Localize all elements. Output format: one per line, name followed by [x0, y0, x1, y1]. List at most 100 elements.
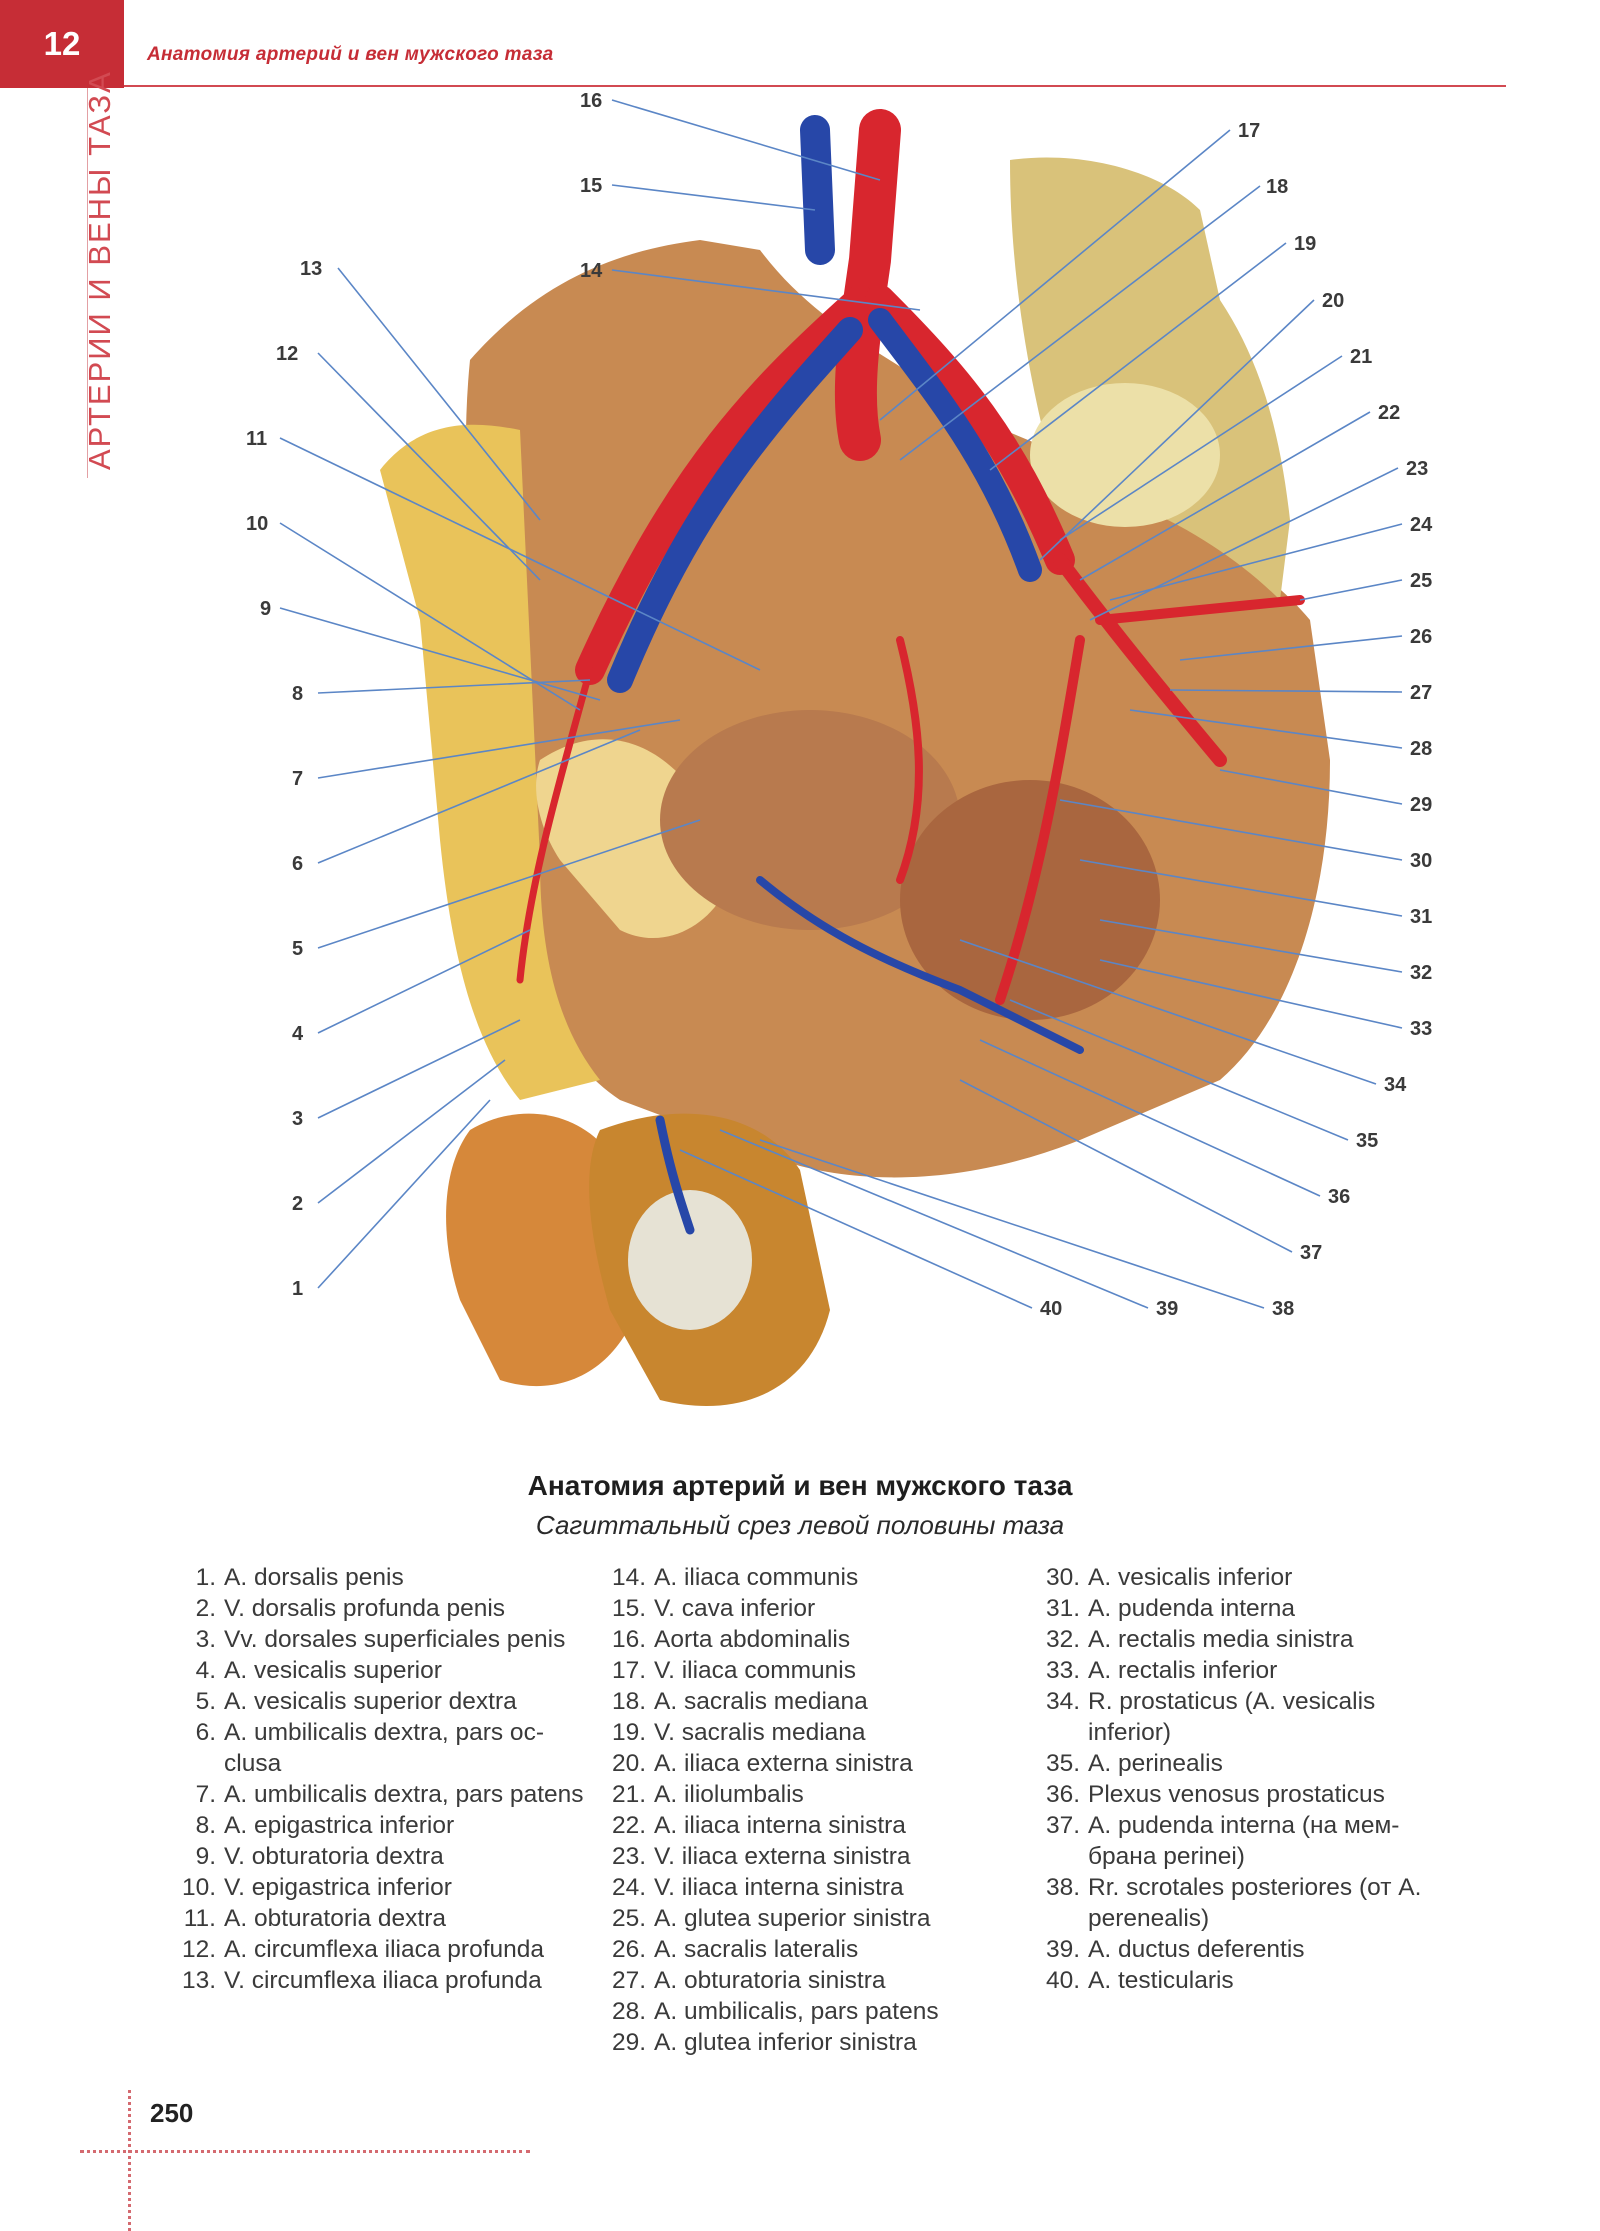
leader-25 [1299, 579, 1403, 601]
legend-item-text: V. cava inferior [654, 1595, 816, 1622]
leader-29 [1219, 769, 1403, 805]
leader-26 [1179, 635, 1403, 661]
legend-item-number: 11. [183, 1905, 216, 1932]
legend-item-number: 29. [611, 2029, 646, 2056]
legend-item-number: 35. [1045, 1750, 1080, 1777]
label-24: 24 [1410, 514, 1433, 536]
legend-item-text: A. sacralis mediana [654, 1688, 868, 1715]
label-31: 31 [1410, 906, 1432, 928]
label-1: 1 [292, 1278, 303, 1300]
label-2: 2 [292, 1193, 303, 1215]
legend-item: 7.A. umbilicalis dextra, pars patens [170, 1779, 590, 1810]
legend-item: 33.A. rectalis inferior [1034, 1655, 1454, 1686]
legend-item-text: A. sacralis lateralis [654, 1936, 859, 1963]
leader-27 [1169, 689, 1403, 693]
legend-item-number: 18. [611, 1688, 646, 1715]
legend-item: 21. A. iliolumbalis [600, 1779, 1020, 1810]
anatomy-illustration: 1 2 3 4 5 6 7 8 9 10 11 12 13 14 15 16 1… [246, 90, 1433, 1406]
testicular-vessel [655, 1115, 695, 1235]
label-13: 13 [300, 258, 322, 280]
legend-item-number: 20. [611, 1750, 646, 1777]
legend-item-text: A. iliaca interna sinistra [654, 1812, 906, 1839]
figure-title: Анатомия артерий и вен мужского таза [527, 1470, 1073, 1501]
legend-item-number: 27. [611, 1967, 646, 1994]
leader-20 [1039, 299, 1315, 561]
legend-item-text: A. perinealis [1088, 1750, 1223, 1777]
legend-item-text: A. vesicalis superior [224, 1657, 442, 1684]
legend-item-number: 39. [1045, 1936, 1080, 1963]
label-6: 6 [292, 853, 303, 875]
label-16: 16 [580, 90, 602, 112]
legend-item-text: A. umbilicalis, pars patens [654, 1998, 939, 2025]
legend-item-number: 8. [195, 1812, 216, 1839]
legend-item-number: 14. [611, 1564, 646, 1591]
legend-item: 4.A. vesicalis superior [170, 1655, 590, 1686]
legend-item-number: 5. [195, 1688, 216, 1715]
leader-8 [317, 679, 591, 694]
leader-34 [959, 939, 1377, 1085]
leader-23 [1089, 467, 1399, 621]
legend-item-text: A. vesicalis inferior [1088, 1564, 1293, 1591]
legend-item-text: R. prostaticus (A. vesicalis inferior) [1088, 1688, 1376, 1746]
gluteal-branch [1095, 595, 1305, 625]
legend-item-number: 1. [195, 1564, 216, 1591]
leader-36 [979, 1039, 1321, 1197]
prostatic-venous-plexus [756, 876, 1084, 1054]
legend-item-number: 6. [195, 1719, 216, 1746]
leader-7 [317, 719, 681, 779]
legend-item: 29.A. glutea inferior sinistra [600, 2027, 1020, 2058]
leader-4 [317, 929, 531, 1034]
legend-item-text: A. glutea superior sinistra [654, 1905, 931, 1932]
label-30: 30 [1410, 850, 1432, 872]
legend-item-text: A. epigastrica inferior [224, 1812, 455, 1839]
legend-item: 39. A. ductus deferentis [1034, 1934, 1454, 1965]
legend-item-text: A. pudenda interna (на мем-брана perinei… [1088, 1812, 1400, 1870]
vena-cava-vessel [800, 115, 835, 265]
legend-item: 13.V. circumflexa iliaca profunda [170, 1965, 590, 1996]
label-23: 23 [1406, 458, 1428, 480]
legend-item: 3.Vv. dorsales superficiales penis [170, 1624, 590, 1655]
figure-subtitle: Сагиттальный срез левой половины таза [535, 1510, 1065, 1540]
legend-item: 10.V. epigastrica inferior [170, 1872, 590, 1903]
legend-item: 12.A. circumflexa iliaca profunda [170, 1934, 590, 1965]
bladder [660, 710, 960, 930]
label-8: 8 [292, 683, 303, 705]
legend-item-number: 25. [611, 1905, 646, 1932]
legend-item-text: A. rectalis inferior [1088, 1657, 1278, 1684]
label-35: 35 [1356, 1130, 1378, 1152]
leader-33 [1099, 959, 1403, 1029]
legend-item-number: 16. [611, 1626, 646, 1653]
footer-dotted-vertical [128, 2090, 131, 2231]
epigastric-vessel [516, 666, 594, 984]
right-iliac-artery [575, 285, 875, 685]
legend-item-text: Aorta abdominalis [654, 1626, 851, 1653]
legend-item-text: A. pudenda interna [1088, 1595, 1296, 1622]
header-divider [124, 85, 1506, 87]
legend-item-text: Plexus venosus prostaticus [1088, 1781, 1385, 1808]
legend-item-number: 32. [1045, 1626, 1080, 1653]
leader-9 [279, 607, 601, 701]
legend-item: 22.A. iliaca interna sinistra [600, 1810, 1020, 1841]
leader-6 [317, 729, 641, 864]
legend-item-number: 40. [1045, 1967, 1080, 1994]
legend-item: 23.V. iliaca externa sinistra [600, 1841, 1020, 1872]
left-iliac-vein [868, 308, 1042, 582]
leader-5 [317, 819, 701, 949]
legend-item-text: A. ductus deferentis [1088, 1936, 1305, 1963]
legend-item-number: 30. [1045, 1564, 1080, 1591]
label-20: 20 [1322, 290, 1344, 312]
label-29: 29 [1410, 794, 1432, 816]
legend-item-number: 31. [1045, 1595, 1080, 1622]
label-19: 19 [1294, 233, 1316, 255]
internal-iliac-branch [1053, 553, 1227, 767]
legend-item: 25. A. glutea superior sinistra [600, 1903, 1020, 1934]
side-divider [87, 88, 88, 478]
leader-1 [317, 1099, 491, 1289]
legend-item: 32.A. rectalis media sinistra [1034, 1624, 1454, 1655]
legend-item-number: 3. [195, 1626, 216, 1653]
legend-item-text: A. iliolumbalis [654, 1781, 804, 1808]
label-33: 33 [1410, 1018, 1432, 1040]
leader-31 [1079, 859, 1403, 917]
legend-item-number: 21. [611, 1781, 646, 1808]
